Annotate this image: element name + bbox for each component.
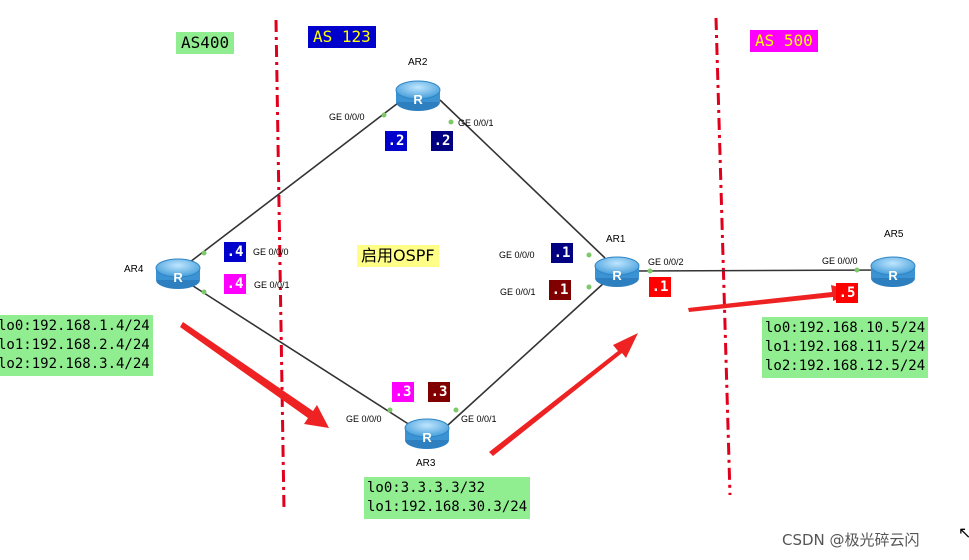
loopbacks-ar5: lo0:192.168.10.5/24 lo1:192.168.11.5/24 … <box>762 317 929 378</box>
router-ar2-name: AR2 <box>408 57 428 68</box>
port-ar4-ge001: GE 0/0/1 <box>254 280 290 290</box>
port-ar3-ge001: GE 0/0/1 <box>461 414 497 424</box>
router-ar5-icon[interactable] <box>870 256 916 288</box>
port-ar2-ge001: GE 0/0/1 <box>458 118 494 128</box>
router-ar1-icon[interactable] <box>594 256 640 288</box>
loopback-line: lo2:192.168.12.5/24 <box>765 358 926 374</box>
ip-tag-ar1-bottom: .1 <box>549 280 571 300</box>
watermark: CSDN @极光碎云闪 <box>782 531 920 549</box>
port-ar1-ge002: GE 0/0/2 <box>648 257 684 267</box>
loopback-line: lo0:192.168.10.5/24 <box>765 320 926 336</box>
loopback-line: lo0:192.168.1.4/24 <box>0 318 150 334</box>
ip-tag-ar1-right: .1 <box>649 277 671 297</box>
router-ar2-icon[interactable] <box>395 80 441 112</box>
ip-tag-ar2-left: .2 <box>385 131 407 151</box>
router-ar5-name: AR5 <box>884 229 904 240</box>
arrow-ar1-to-ar5 <box>688 285 857 312</box>
as400-label: AS400 <box>176 32 235 54</box>
router-ar3-name: AR3 <box>416 458 436 469</box>
loopbacks-ar3: lo0:3.3.3.3/32 lo1:192.168.30.3/24 <box>364 477 531 519</box>
link-ar4-ar3 <box>189 283 411 426</box>
ip-tag-ar1-top: .1 <box>551 243 573 263</box>
port-dots <box>201 112 860 413</box>
router-ar4-icon[interactable] <box>155 258 201 290</box>
ip-tag-ar4-top: .4 <box>224 242 246 262</box>
link-ar4-ar2 <box>189 99 403 263</box>
loopbacks-ar4: lo0:192.168.1.4/24 lo1:192.168.2.4/24 lo… <box>0 315 153 376</box>
port-ar3-ge000: GE 0/0/0 <box>346 414 382 424</box>
flow-arrows <box>180 285 857 456</box>
as123-label: AS 123 <box>308 26 376 48</box>
ip-tag-ar2-right: .2 <box>431 131 453 151</box>
port-ar1-ge001: GE 0/0/1 <box>500 287 536 297</box>
ospf-label: 启用OSPF <box>357 245 439 267</box>
ip-tag-ar3-right: .3 <box>428 382 450 402</box>
router-ar1-name: AR1 <box>606 234 626 245</box>
loopback-line: lo2:192.168.3.4/24 <box>0 356 150 372</box>
link-ar3-ar1 <box>447 281 606 426</box>
as500-label: AS 500 <box>750 30 818 52</box>
arrow-ar3-to-ar1 <box>489 333 638 456</box>
loopback-line: lo1:192.168.11.5/24 <box>765 339 926 355</box>
ip-tag-ar3-left: .3 <box>392 382 414 402</box>
router-ar3-icon[interactable] <box>404 418 450 450</box>
port-ar5-ge000: GE 0/0/0 <box>822 256 858 266</box>
arrow-ar4-to-ar3 <box>180 322 329 428</box>
router-ar4-name: AR4 <box>124 264 144 275</box>
port-ar4-ge000: GE 0/0/0 <box>253 247 289 257</box>
as-boundary-left <box>274 19 286 511</box>
loopback-line: lo1:192.168.2.4/24 <box>0 337 150 353</box>
port-ar2-ge000: GE 0/0/0 <box>329 112 365 122</box>
ip-tag-ar4-bottom: .4 <box>224 274 246 294</box>
port-ar1-ge000: GE 0/0/0 <box>499 250 535 260</box>
mouse-cursor-icon: ↖ <box>958 523 969 542</box>
ip-tag-ar5-left: .5 <box>836 283 858 303</box>
link-ar1-ar5 <box>634 269 886 272</box>
loopback-line: lo0:3.3.3.3/32 <box>367 480 486 496</box>
as-boundary-right <box>714 17 732 496</box>
link-ar2-ar1 <box>439 99 606 259</box>
loopback-line: lo1:192.168.30.3/24 <box>367 499 528 515</box>
